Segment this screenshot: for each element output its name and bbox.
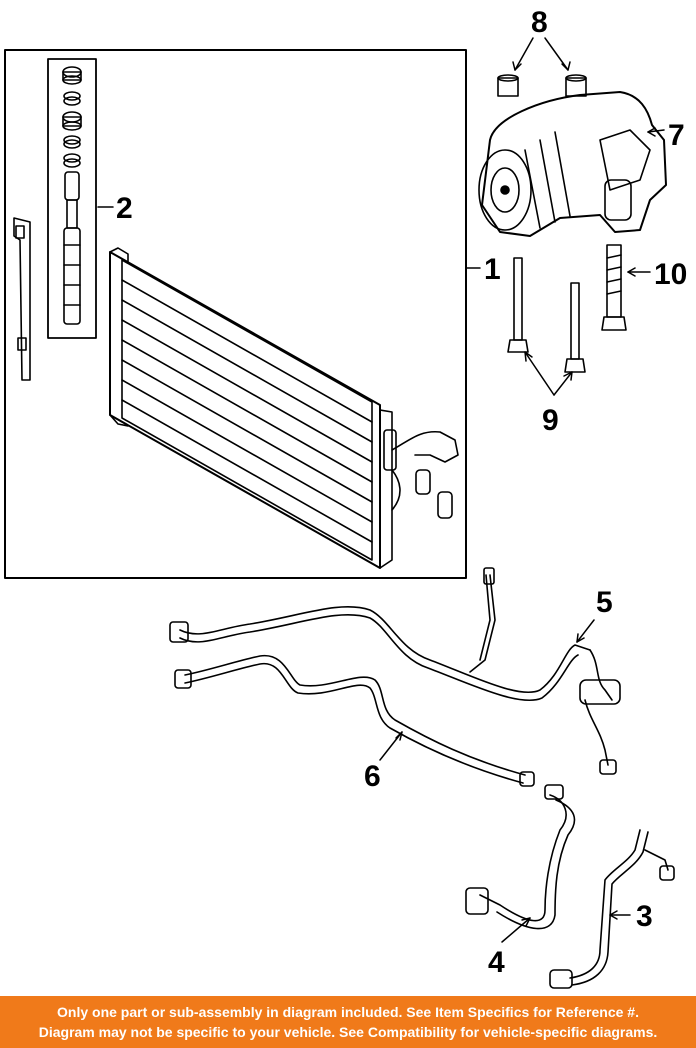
callout-6: 6 [364, 760, 381, 793]
condenser-assembly-box [4, 49, 467, 579]
compressor [478, 91, 667, 237]
leader-lines [97, 37, 665, 943]
hose-4 [465, 784, 576, 930]
drier-kit-parts [62, 66, 82, 325]
callout-8: 8 [531, 6, 548, 39]
condenser-core [109, 247, 397, 569]
hose-6 [174, 654, 535, 787]
bushings [497, 74, 587, 97]
disclaimer-line-2: Diagram may not be specific to your vehi… [38, 1024, 658, 1040]
hose-3 [549, 829, 675, 989]
callout-4: 4 [488, 946, 505, 979]
callout-9: 9 [542, 404, 559, 437]
callout-3: 3 [636, 900, 653, 933]
callout-5: 5 [596, 586, 613, 619]
disclaimer-banner: Only one part or sub-assembly in diagram… [0, 996, 696, 1048]
callout-7: 7 [668, 119, 685, 152]
hose-5 [169, 567, 621, 775]
callout-2: 2 [116, 192, 133, 225]
disclaimer-line-1: Only one part or sub-assembly in diagram… [57, 1004, 639, 1020]
bolts [507, 244, 627, 373]
condenser-fittings [391, 430, 459, 519]
parts-diagram: 1 2 3 4 5 6 7 8 9 10 [4, 6, 687, 989]
callout-1: 1 [484, 253, 501, 286]
callout-10: 10 [654, 258, 687, 291]
mounting-bracket [13, 217, 31, 381]
drier-kit-box [47, 58, 97, 339]
